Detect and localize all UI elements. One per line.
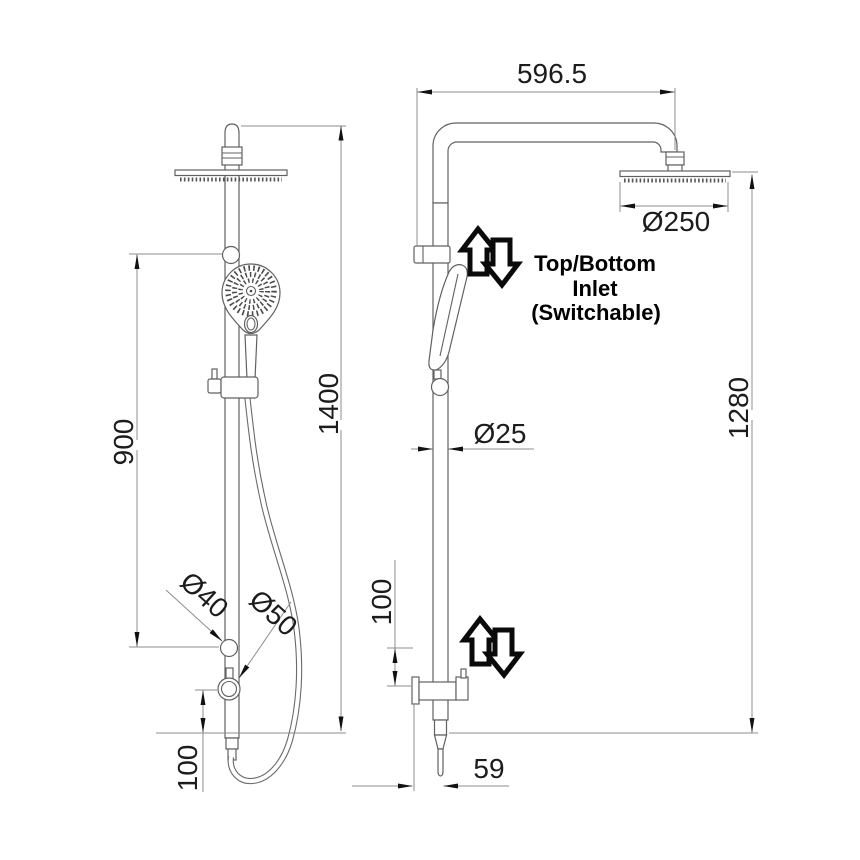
dim-label-100-front: 100 <box>172 745 203 792</box>
rail-bracket-side <box>413 245 451 264</box>
rail-bracket-front <box>207 368 259 399</box>
inlet-annotation: Top/Bottom Inlet (Switchable) <box>531 251 661 325</box>
dimension-drop-height: 1280 <box>449 171 758 734</box>
dim-label-1280: 1280 <box>723 377 754 439</box>
dimension-bracket-spacing: 100 <box>366 560 413 687</box>
front-bottom-outlet <box>225 737 239 750</box>
inlet-switch-icon-bottom <box>458 614 526 680</box>
dimension-arm-reach: 596.5 <box>416 58 676 246</box>
dimension-wall-offset: 59 <box>352 704 509 791</box>
dimension-head-diameter: Ø250 <box>619 182 729 237</box>
dim-label-596: 596.5 <box>517 58 587 89</box>
wall-elbow-front <box>217 667 241 701</box>
hand-shower-handle <box>244 334 258 380</box>
hand-shower-side <box>428 264 468 397</box>
side-view: Top/Bottom Inlet (Switchable) 596.5 Ø250… <box>352 58 758 791</box>
dimension-bottom-offset-front: 100 <box>172 689 217 792</box>
dim-label-d250: Ø250 <box>642 206 711 237</box>
front-view: 1400 900 100 Ø40 Ø50 <box>108 123 346 792</box>
leader-slider-diameter: Ø40 <box>165 566 234 642</box>
shower-hose <box>227 393 303 785</box>
hand-shower-front <box>221 263 281 380</box>
side-lower-tube <box>433 719 448 736</box>
hand-shower-knob <box>430 377 450 397</box>
dim-label-900: 900 <box>108 419 139 466</box>
annotation-line-3: (Switchable) <box>531 300 661 325</box>
rain-shower-head-side <box>619 170 731 183</box>
dimension-rail-height: 900 <box>108 253 222 648</box>
dim-label-59: 59 <box>473 753 504 784</box>
front-head-connector <box>221 146 243 166</box>
side-taper <box>433 734 448 750</box>
inlet-switch-icon-top <box>456 224 524 290</box>
dim-label-100-side: 100 <box>366 579 397 626</box>
rain-shower-head-front <box>174 169 288 182</box>
slider-pivot <box>221 245 241 265</box>
spray-center <box>249 289 253 293</box>
annotation-line-1: Top/Bottom <box>534 251 656 276</box>
side-inlet-rod <box>437 748 444 777</box>
dimension-pipe-diameter: Ø25 <box>411 418 534 452</box>
dimension-total-height: 1400 <box>156 125 346 734</box>
slider-ring <box>219 638 239 658</box>
annotation-line-2: Inlet <box>572 276 618 301</box>
dim-label-1400: 1400 <box>313 373 344 435</box>
side-head-connector <box>665 151 685 173</box>
dim-label-d25: Ø25 <box>474 418 527 449</box>
wall-elbow-side <box>411 668 469 705</box>
gooseneck-arm <box>432 122 678 204</box>
